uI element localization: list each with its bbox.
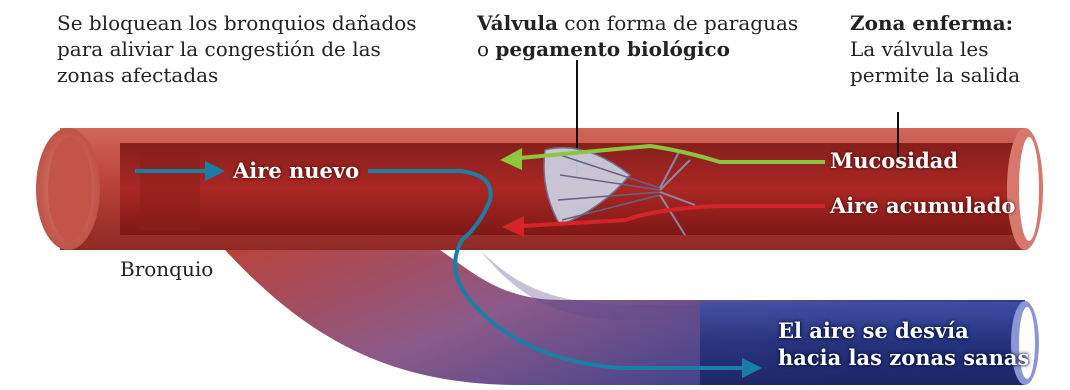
- mucus-arrow: [519, 143, 825, 164]
- zone-caption-line-2: La válvula les: [850, 37, 989, 61]
- fresh-air-arrowhead: [205, 161, 225, 181]
- valve-caption: Válvula con forma de paraguas o pegament…: [477, 10, 798, 62]
- intro-line-2: para aliviar la congestión de las: [57, 37, 381, 61]
- healthy-tube-opening: [1019, 307, 1035, 379]
- bio-glue-term: pegamento biológico: [495, 37, 730, 61]
- zone-caption-line-3: permite la salida: [850, 63, 1021, 87]
- bronchus-label: Bronquio: [120, 257, 214, 281]
- mucus-label: Mucosidad: [830, 148, 959, 173]
- mucus-arrowhead: [500, 148, 522, 170]
- valve-caption-prefix: o: [477, 37, 496, 61]
- trapped-air-arrow: [521, 204, 825, 228]
- intro-line-3: zonas afectadas: [57, 63, 219, 87]
- trapped-air-arrowhead: [502, 216, 524, 237]
- bronchus-left-rim: [48, 137, 92, 241]
- intro-line-1: Se bloquean los bronquios dañados: [57, 11, 417, 35]
- diverted-air-label-line-2: hacia las zonas sanas: [778, 345, 1030, 370]
- intro-caption: Se bloquean los bronquios dañados para a…: [57, 10, 417, 88]
- bronchus-right-opening: [1019, 137, 1039, 241]
- trapped-air-label: Aire acumulado: [830, 193, 1016, 218]
- valve-caption-rest: con forma de paraguas: [557, 11, 799, 35]
- diverted-air-label-line-1: El aire se desvía: [778, 318, 969, 343]
- valve-caption-line-2: o pegamento biológico: [477, 36, 798, 62]
- fresh-air-label: Aire nuevo: [233, 158, 360, 183]
- zone-caption: Zona enferma: La válvula les permite la …: [850, 10, 1020, 88]
- diverted-air-arrow: [368, 169, 742, 370]
- diverted-air-arrowhead: [742, 358, 762, 378]
- umbrella-valve: [543, 147, 696, 236]
- valve-caption-line-1: Válvula con forma de paraguas: [477, 10, 798, 36]
- zone-caption-title: Zona enferma:: [850, 11, 1014, 35]
- valve-term: Válvula: [477, 11, 558, 35]
- bronchus-left-inner: [140, 150, 200, 230]
